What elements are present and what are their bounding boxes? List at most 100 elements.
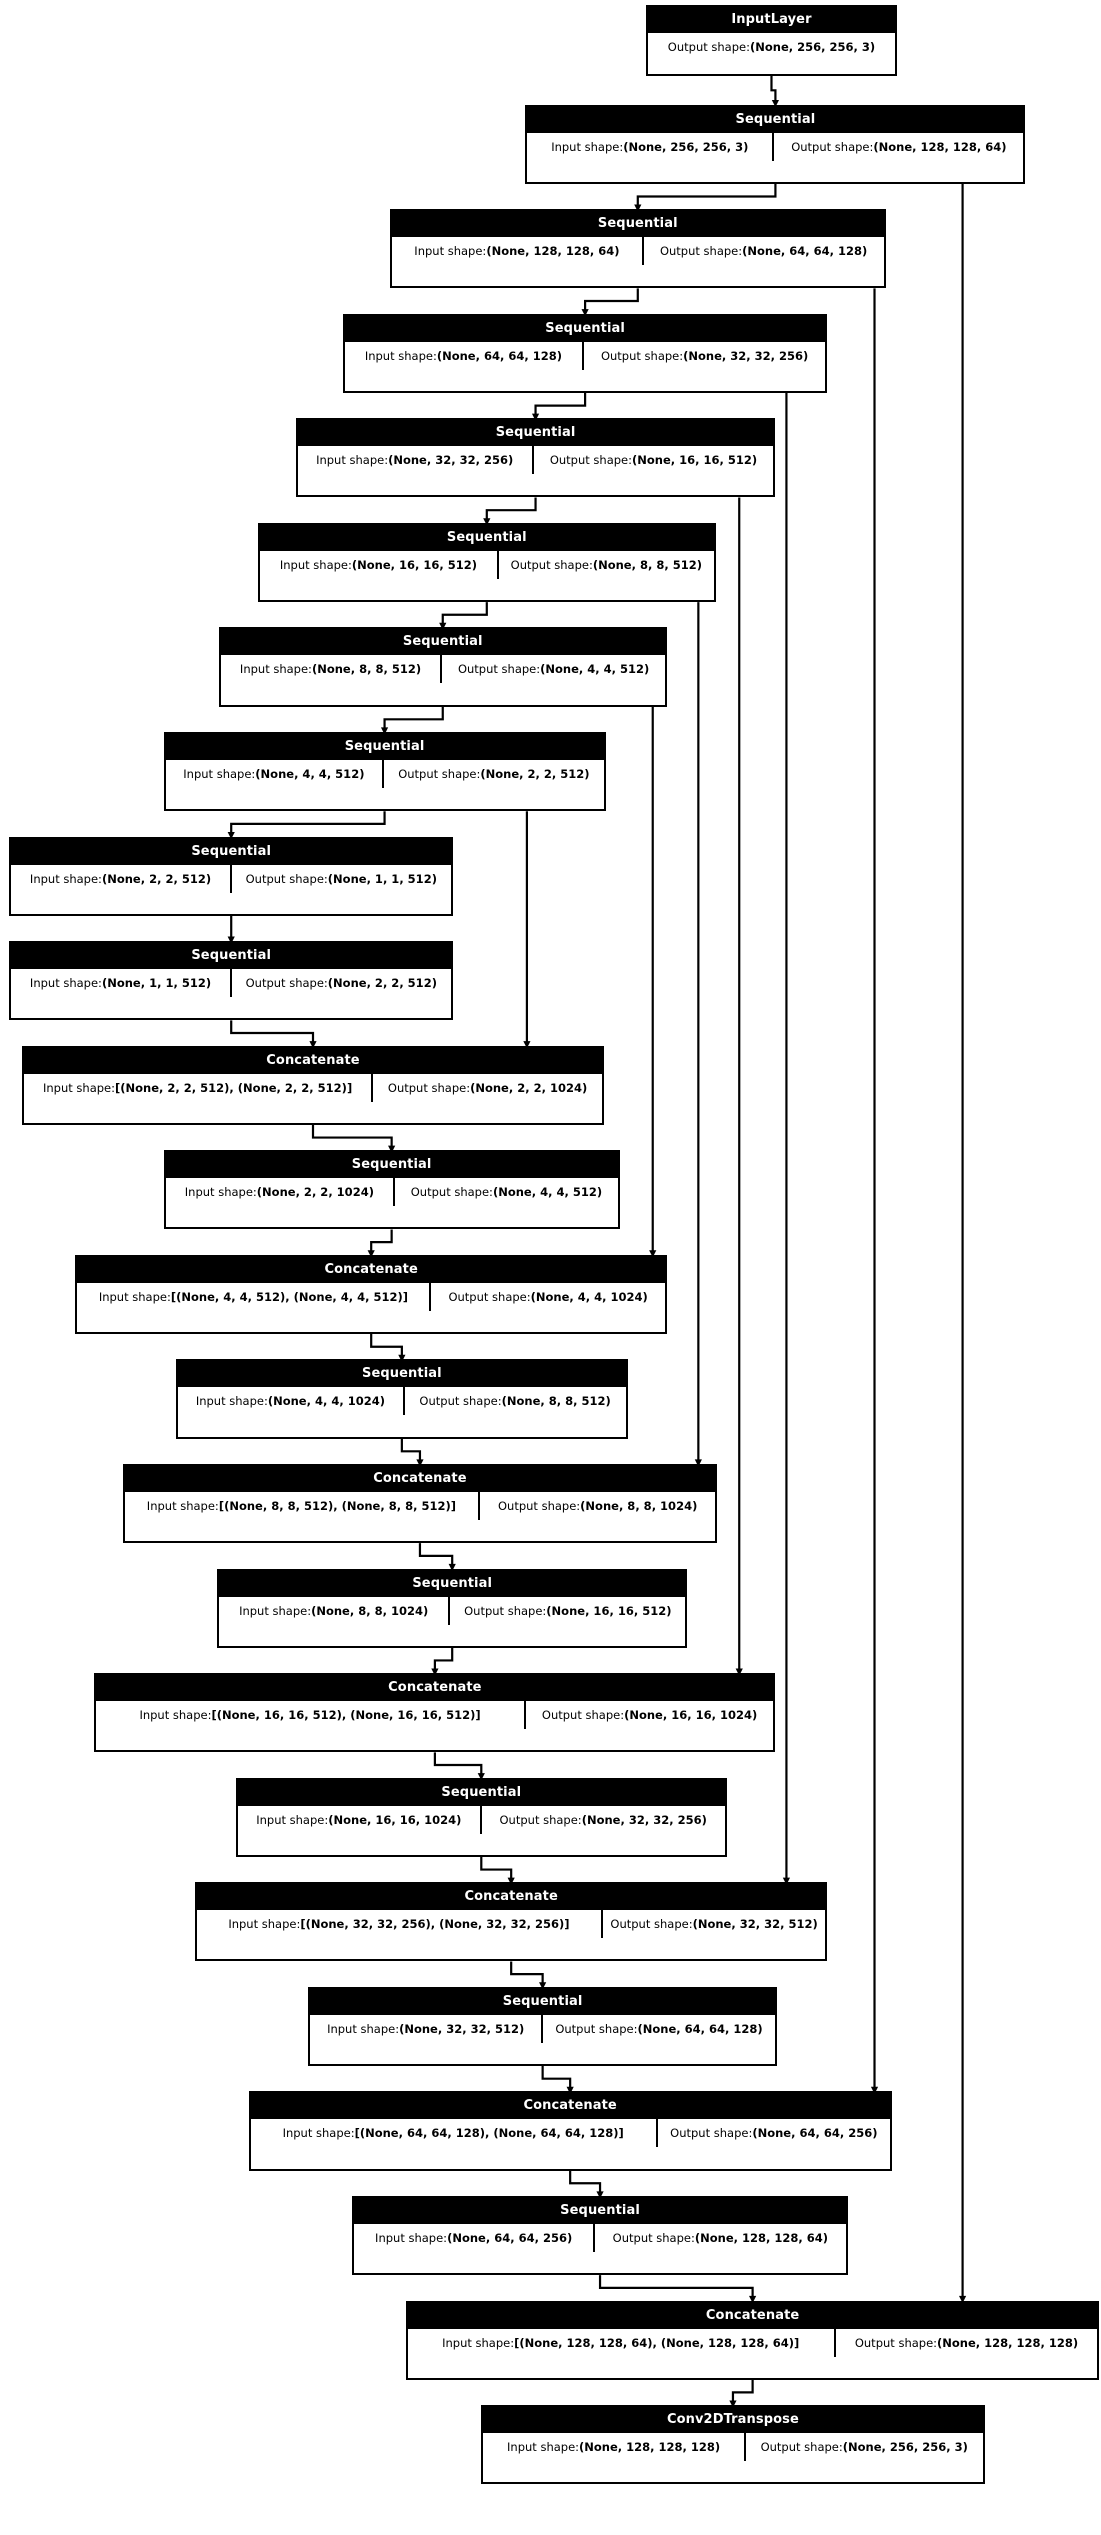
node-shape-row: Input shape: (None, 16, 16, 512)Output s… [259,550,714,579]
node-output-shape: Output shape: (None, 8, 8, 1024) [480,1492,715,1520]
shape-label: Input shape: [184,1185,257,1200]
node-input-shape: Input shape: (None, 128, 128, 128) [483,2433,746,2462]
graph-edge [510,1961,547,1990]
graph-edge [770,76,780,108]
node-output-shape: Output shape: (None, 1, 1, 512) [232,865,451,893]
node-input-shape: Input shape: (None, 64, 64, 128) [345,341,584,370]
node-input-shape: Input shape: (None, 32, 32, 512) [310,2014,544,2043]
node-input-shape: Input shape: [(None, 8, 8, 512), (None, … [125,1491,481,1520]
node-input-shape: Input shape: (None, 2, 2, 512) [11,864,232,893]
graph-edge [531,392,587,421]
node-type-label: InputLayer [648,6,895,33]
shape-label: Output shape: [499,1812,582,1827]
node-type-label: Concatenate [124,1465,716,1492]
graph-edge [433,1752,485,1781]
shape-label: Output shape: [464,1603,547,1618]
node-output-shape: Output shape: (None, 4, 4, 1024) [431,1283,665,1311]
node-output-shape: Output shape: (None, 4, 4, 512) [395,1178,617,1206]
graph-edge [439,602,488,631]
graph-edge [230,1020,317,1049]
shape-label: Output shape: [497,1498,581,1513]
shape-value: (None, 32, 32, 256) [388,453,514,468]
shape-value: (None, 2, 2, 1024) [470,1080,588,1095]
shape-label: Output shape: [667,39,750,54]
node-output-shape: Output shape: (None, 2, 2, 512) [384,760,603,788]
node-shape-row: Input shape: (None, 128, 128, 64)Output … [392,237,884,266]
shape-value: (None, 8, 8, 1024) [311,1603,429,1618]
node-input-shape: Input shape: (None, 4, 4, 512) [166,759,385,788]
node-shape-row: Input shape: [(None, 128, 128, 64), (Non… [407,2328,1098,2357]
shape-value: (None, 16, 16, 512) [351,557,478,572]
node-shape-row: Input shape: (None, 4, 4, 512)Output sha… [165,759,604,788]
graph-edge [541,2066,574,2094]
node-type-label: Concatenate [407,2302,1098,2329]
node-type-label: Conv2DTranspose [483,2407,983,2434]
node-type-label: Concatenate [250,2093,890,2120]
shape-value: (None, 8, 8, 512) [501,1394,611,1409]
shape-label: Input shape: [442,2335,515,2350]
shape-value: (None, 64, 64, 256) [447,2230,573,2245]
node-type-label: Sequential [237,1779,725,1806]
shape-value: (None, 4, 4, 1024) [530,1289,648,1304]
graph-edge [634,183,777,212]
node-input-shape: Input shape: (None, 8, 8, 1024) [219,1596,451,1625]
node-type-label: Sequential [11,943,451,970]
node-shape-row: Input shape: [(None, 2, 2, 512), (None, … [24,1073,602,1102]
node-output-shape: Output shape: (None, 32, 32, 512) [603,1910,825,1938]
shape-value: [(None, 64, 64, 128), (None, 64, 64, 128… [354,2126,624,2141]
shape-value: (None, 128, 128, 64) [694,2230,829,2245]
shape-label: Input shape: [183,766,256,781]
shape-value: (None, 64, 64, 256) [752,2126,878,2141]
node-type-label: Sequential [259,524,714,551]
shape-label: Output shape: [245,976,328,991]
node-input-shape: Input shape: [(None, 32, 32, 256), (None… [197,1910,603,1939]
node-shape-row: Input shape: (None, 256, 256, 3)Output s… [527,132,1024,161]
shape-label: Output shape: [854,2335,938,2350]
shape-label: Output shape: [791,139,874,154]
graph-edge [370,1334,406,1362]
graph-edge [400,1438,424,1467]
shape-value: (None, 256, 256, 3) [623,139,749,154]
node-output-shape: Output shape: (None, 8, 8, 512) [499,551,714,579]
shape-value: (None, 256, 256, 3) [749,39,876,54]
node-output-shape: Output shape: (None, 2, 2, 512) [232,969,451,997]
node-shape-row: Input shape: (None, 128, 128, 128)Output… [483,2433,983,2462]
node-output-shape: Output shape: (None, 2, 2, 1024) [373,1074,602,1102]
node-type-label: Sequential [220,629,665,656]
shape-label: Input shape: [414,244,487,259]
node-output-shape: Output shape: (None, 32, 32, 256) [482,1806,725,1834]
shape-value: (None, 32, 32, 256) [683,348,809,363]
node-output-shape: Output shape: (None, 16, 16, 1024) [526,1701,774,1729]
node-output-shape: Output shape: (None, 16, 16, 512) [450,1597,685,1625]
shape-value: (None, 16, 16, 1024) [328,1812,462,1827]
node-type-label: Sequential [297,420,774,447]
graph-edge [380,706,444,735]
node-input-shape: Input shape: (None, 8, 8, 512) [221,655,443,684]
node-type-label: Sequential [344,315,826,342]
node-shape-row: Input shape: (None, 32, 32, 256)Output s… [297,446,774,475]
